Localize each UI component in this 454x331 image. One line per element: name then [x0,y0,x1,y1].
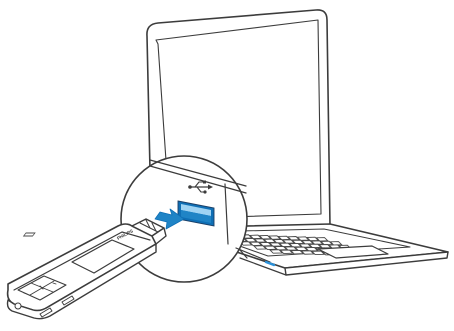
connection-diagram: PHILIPS [0,0,454,331]
